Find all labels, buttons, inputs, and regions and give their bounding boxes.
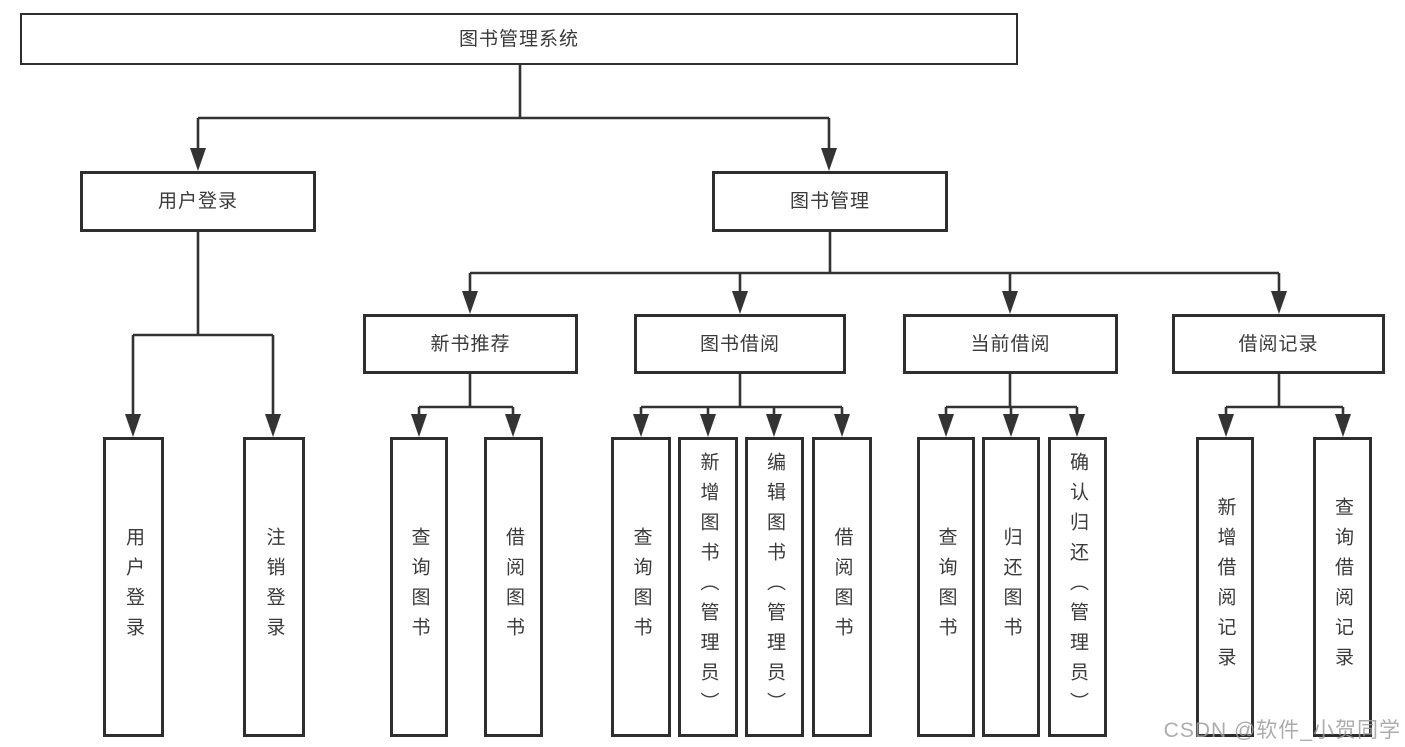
arrow-down-icon	[938, 414, 954, 437]
leaf-query-borrow-record: 查询借阅记录	[1313, 437, 1372, 737]
arrow-down-icon	[411, 414, 427, 437]
arrow-down-icon	[1335, 414, 1351, 437]
leaf-borrow-books: 借阅图书	[812, 437, 872, 737]
arrow-down-icon	[1271, 291, 1287, 314]
leaf-label: 借阅图书	[831, 527, 853, 647]
leaf-add-borrow-record: 新增借阅记录	[1196, 437, 1254, 737]
node-borrow-records: 借阅记录	[1172, 314, 1385, 374]
leaf-label: 注销登录	[263, 527, 285, 647]
leaf-query-books-recommend: 查询图书	[390, 437, 448, 737]
arrow-down-icon	[1069, 414, 1085, 437]
leaf-label: 编辑图书（管理员）	[764, 452, 785, 722]
arrow-down-icon	[633, 414, 649, 437]
leaf-user-login: 用户登录	[103, 437, 164, 737]
leaf-label: 查询图书	[630, 527, 652, 647]
leaf-logout: 注销登录	[243, 437, 305, 737]
arrow-down-icon	[1003, 414, 1019, 437]
node-current-borrow: 当前借阅	[903, 314, 1118, 374]
leaf-label: 归还图书	[1000, 527, 1022, 647]
leaf-add-book-admin: 新增图书（管理员）	[678, 437, 738, 737]
arrow-down-icon	[821, 148, 837, 171]
arrow-down-icon	[190, 148, 206, 171]
leaf-label: 查询图书	[935, 527, 957, 647]
leaf-label: 新增图书（管理员）	[697, 452, 719, 722]
arrow-down-icon	[125, 414, 141, 437]
leaf-confirm-return-admin: 确认归还（管理员）	[1048, 437, 1107, 737]
leaf-label: 确认归还（管理员）	[1067, 452, 1088, 722]
node-new-book-recommend: 新书推荐	[363, 314, 578, 374]
node-user-login: 用户登录	[80, 171, 316, 232]
leaf-borrow-books-recommend: 借阅图书	[484, 437, 543, 737]
leaf-label: 新增借阅记录	[1214, 497, 1236, 677]
leaf-edit-book-admin: 编辑图书（管理员）	[745, 437, 804, 737]
leaf-return-book: 归还图书	[982, 437, 1040, 737]
csdn-watermark: CSDN @软件_小贺同学	[1163, 719, 1401, 742]
leaf-query-books-borrow: 查询图书	[611, 437, 671, 737]
arrow-down-icon	[1002, 291, 1018, 314]
arrow-down-icon	[1218, 414, 1234, 437]
arrow-down-icon	[732, 291, 748, 314]
arrow-down-icon	[834, 414, 850, 437]
leaf-label: 用户登录	[123, 527, 144, 647]
leaf-query-books-current: 查询图书	[917, 437, 975, 737]
arrow-down-icon	[505, 414, 521, 437]
arrow-down-icon	[462, 291, 478, 314]
leaf-label: 查询图书	[408, 527, 430, 647]
node-book-management: 图书管理	[712, 171, 948, 232]
arrow-down-icon	[700, 414, 716, 437]
node-root: 图书管理系统	[20, 13, 1018, 65]
arrow-down-icon	[766, 414, 782, 437]
node-book-borrow: 图书借阅	[634, 314, 846, 374]
leaf-label: 借阅图书	[503, 527, 524, 647]
arrow-down-icon	[265, 414, 281, 437]
leaf-label: 查询借阅记录	[1332, 497, 1353, 677]
